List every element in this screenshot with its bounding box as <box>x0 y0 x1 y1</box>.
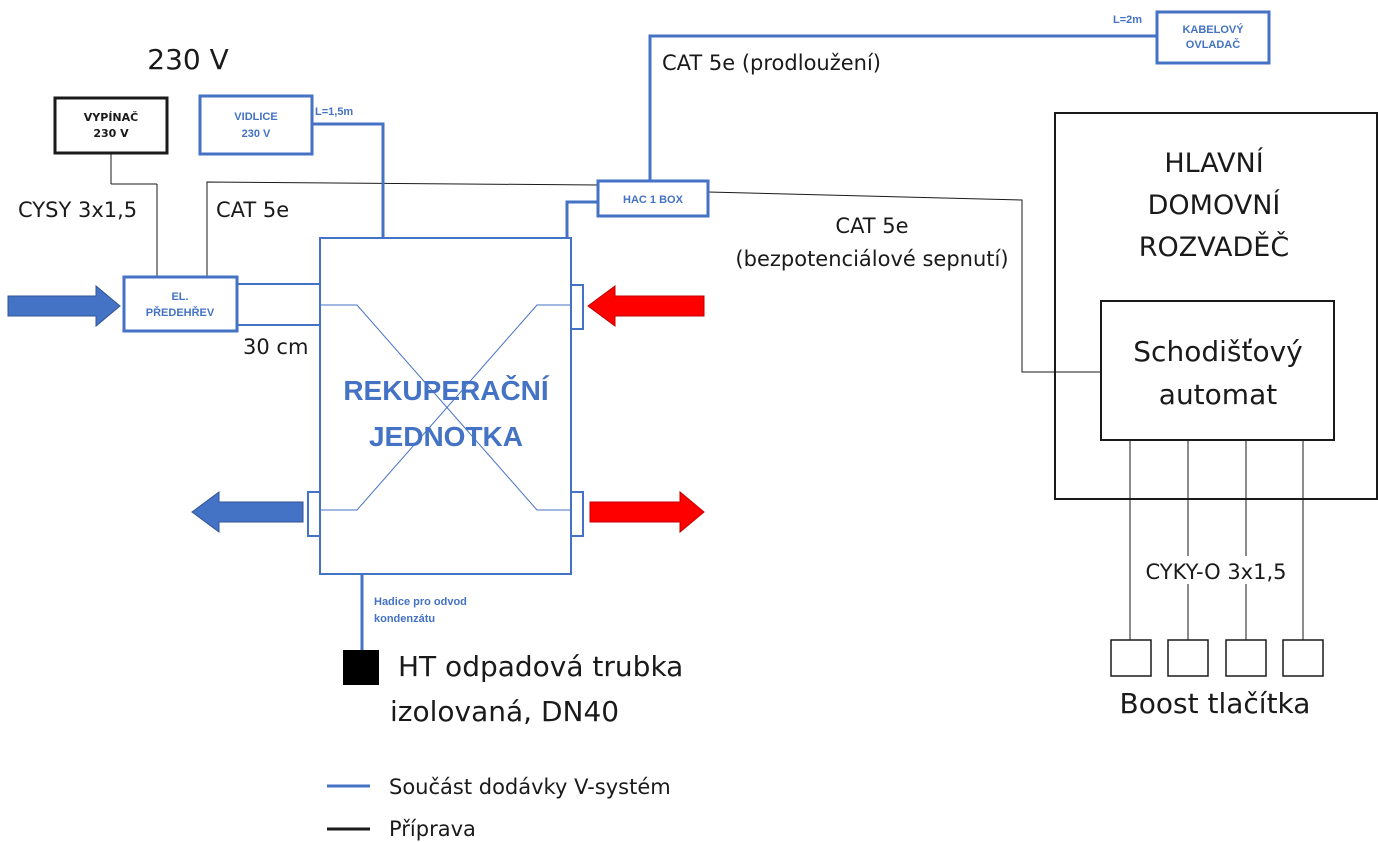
panel-label-3: ROZVADĚČ <box>1139 231 1289 263</box>
electric-preheater <box>122 275 239 333</box>
boost-button <box>1167 639 1209 677</box>
cyky-cable-label: CYKY-O 3x1,5 <box>1145 560 1286 584</box>
boost-button <box>1282 639 1324 677</box>
voltage-label: 230 V <box>147 43 229 76</box>
controller-length-label: L=2m <box>1113 14 1142 26</box>
staircase-automat <box>1100 300 1335 441</box>
exchanger-line <box>320 304 571 511</box>
automat-label-2: automat <box>1159 378 1277 411</box>
cat5e-left-cable <box>206 181 599 278</box>
controller-label-2: OVLADAČ <box>1186 38 1240 51</box>
waste-pipe-icon <box>343 650 379 685</box>
hac-box-label: HAC 1 BOX <box>623 194 684 206</box>
hose-label-1: Hadice pro odvod <box>374 596 467 608</box>
exhaust-air-outlet-arrow-icon <box>191 491 304 533</box>
legend-label-supply: Součást dodávky V-systém <box>389 775 671 799</box>
supply-port <box>570 491 584 537</box>
extension-cable <box>648 34 1157 180</box>
plug-label-1: VIDLICE <box>234 111 277 123</box>
panel-label-1: HLAVNÍ <box>1164 147 1263 179</box>
distance-label: 30 cm <box>243 335 308 359</box>
switch-label-2: 230 V <box>93 127 129 140</box>
extract-air-inlet-arrow-icon <box>587 285 705 327</box>
exhaust-port <box>307 491 321 537</box>
fresh-air-inlet-arrow-icon <box>7 284 121 328</box>
switch-label-1: VYPÍNAČ <box>84 111 138 124</box>
cyky-label-bg <box>1150 556 1300 584</box>
cable-controller-box <box>1155 10 1271 65</box>
plug-cable <box>312 122 385 238</box>
boost-button <box>1110 639 1152 677</box>
unit-label-2: JEDNOTKA <box>369 421 523 452</box>
pipe-label-1: HT odpadová trubka <box>398 650 683 683</box>
controller-label-1: KABELOVÝ <box>1182 23 1244 36</box>
preheater-label-2: PŘEDEHŘEV <box>146 306 215 319</box>
boost-buttons-label: Boost tlačítka <box>1120 687 1311 720</box>
legend-label-preparation: Příprava <box>389 817 476 841</box>
hac-connection <box>565 200 598 238</box>
main-distribution-board <box>1054 112 1378 500</box>
plug-length-label: L=1,5m <box>315 106 353 118</box>
supply-air-outlet-arrow-icon <box>589 490 705 534</box>
cat5e-right-label-2: (bezpotenciálové sepnutí) <box>735 247 1008 271</box>
cat5e-left-label: CAT 5e <box>216 198 289 222</box>
plug-label-2: 230 V <box>242 128 271 140</box>
unit-label-1: REKUPERAČNÍ <box>343 374 550 406</box>
plug-box <box>198 94 314 156</box>
cat5e-right-label-1: CAT 5e <box>835 214 908 238</box>
preheater-label-1: EL. <box>171 291 188 303</box>
cat5e-extension-label: CAT 5e (prodloužení) <box>662 51 881 75</box>
cysy-cable-label: CYSY 3x1,5 <box>18 198 137 222</box>
pipe-label-2: izolovaná, DN40 <box>390 695 619 728</box>
cat5e-right-cable <box>707 191 1101 373</box>
automat-label-1: Schodišťový <box>1133 335 1302 368</box>
extract-port <box>570 284 584 330</box>
hac-box <box>596 179 710 218</box>
hose-label-2: kondenzátu <box>374 613 435 625</box>
panel-label-2: DOMOVNÍ <box>1148 189 1281 221</box>
switch-box <box>53 96 169 155</box>
boost-button <box>1225 639 1267 677</box>
